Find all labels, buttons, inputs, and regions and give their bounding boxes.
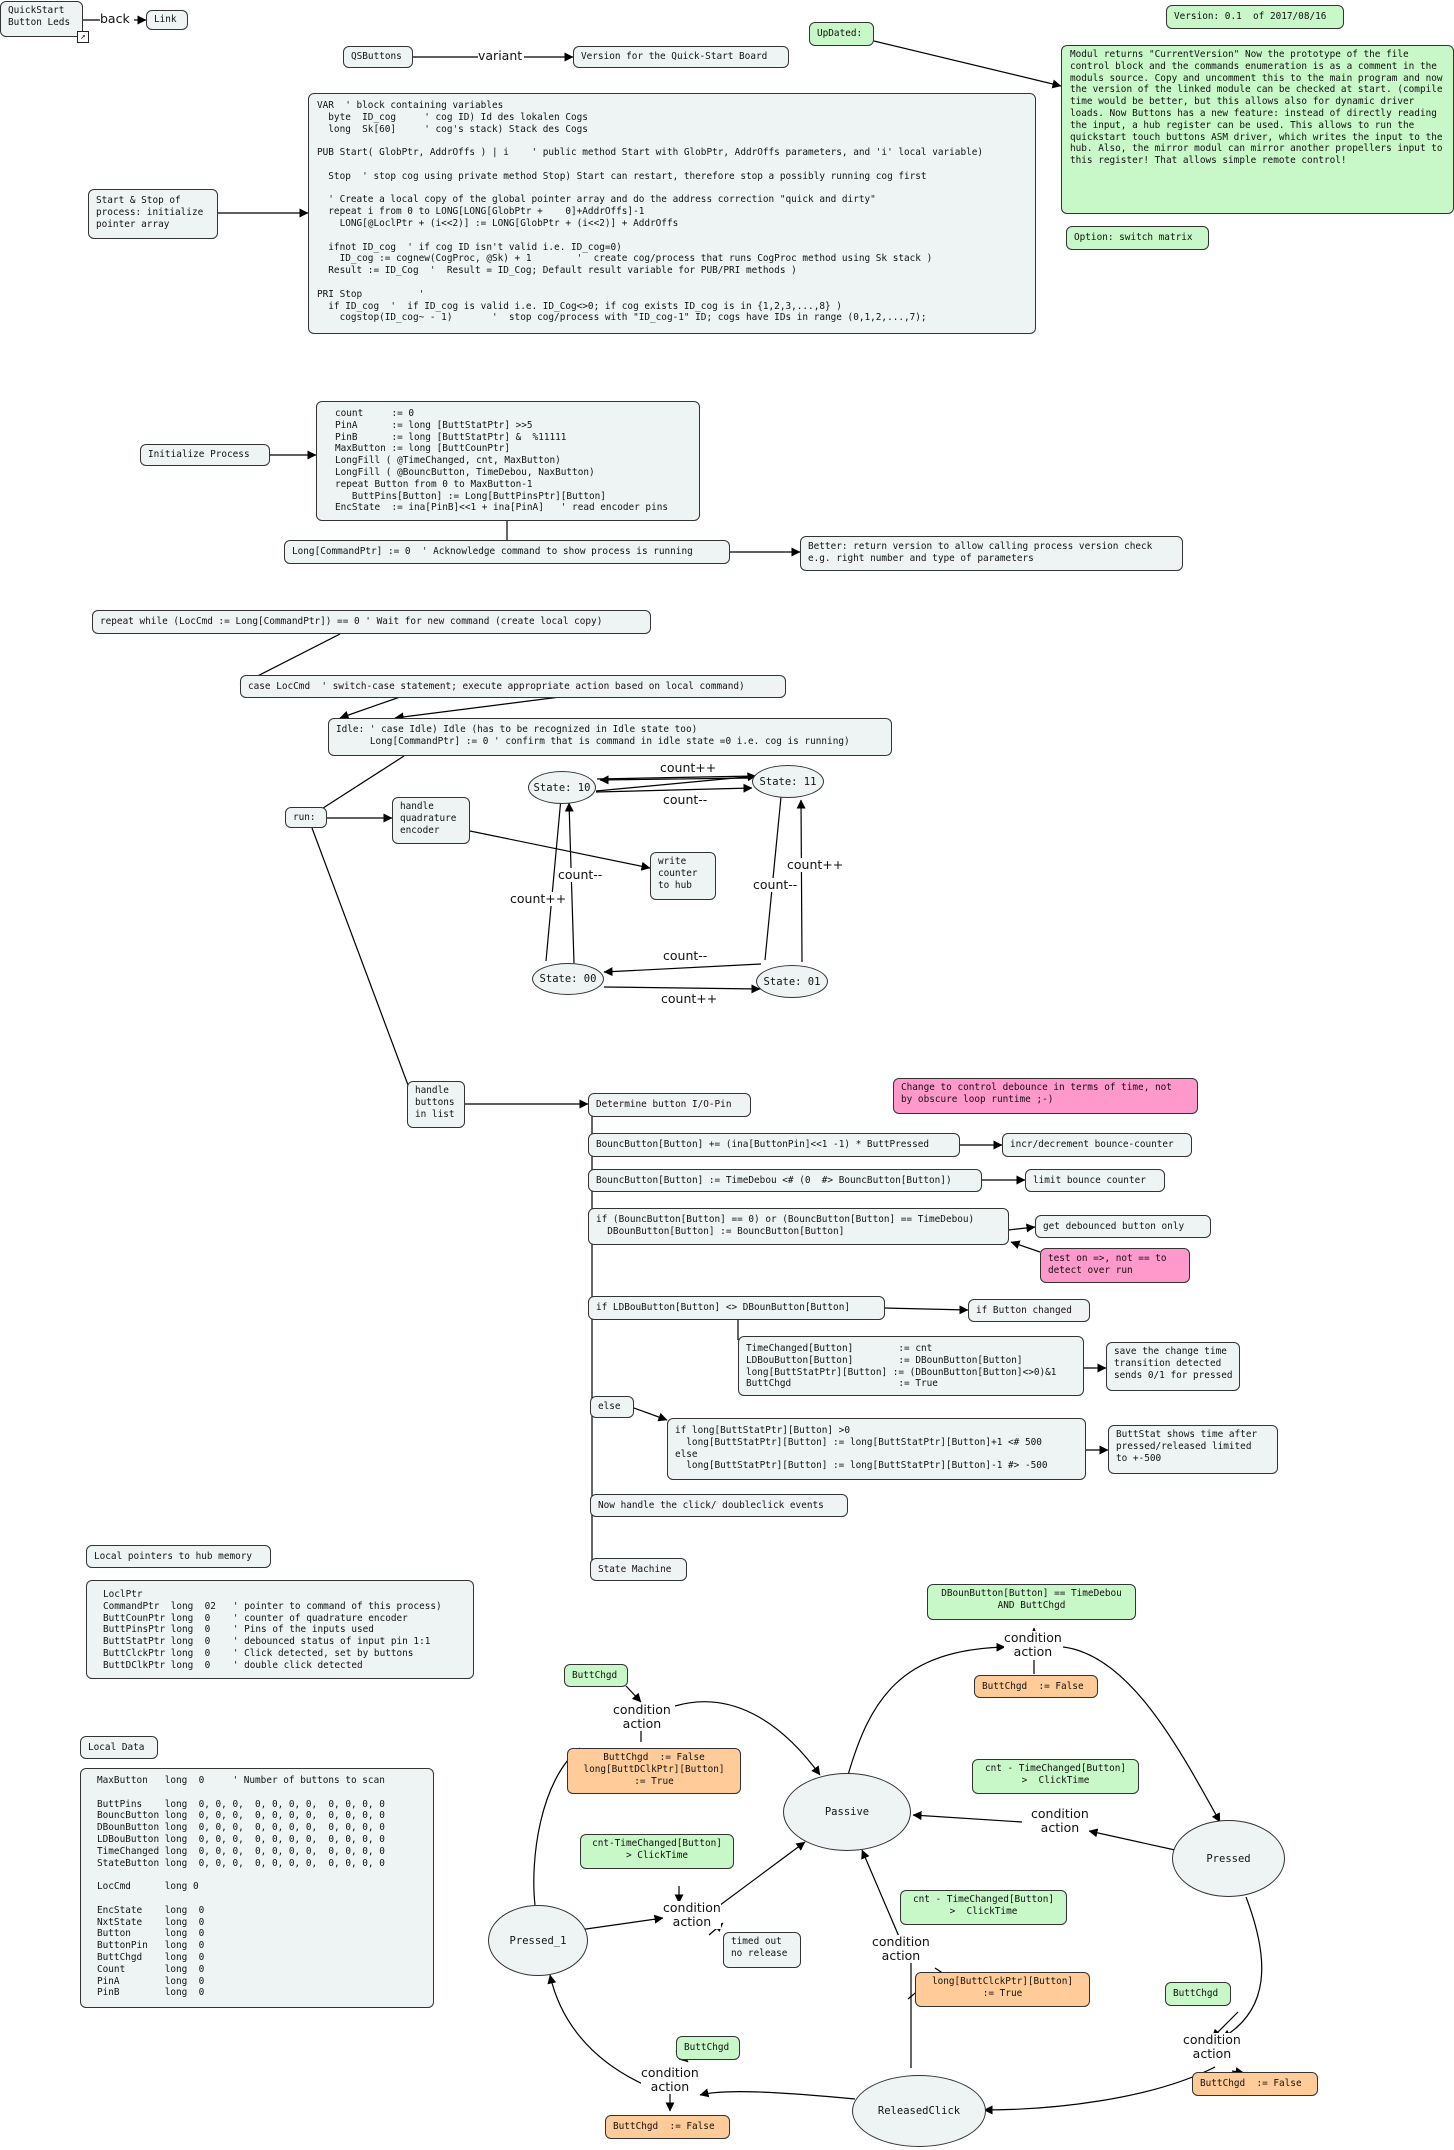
state-00: State: 00 (532, 963, 604, 995)
condition-action-mid: condition action (1031, 1806, 1089, 1835)
state-pressed: Pressed (1172, 1820, 1285, 1897)
else-box: else (590, 1396, 634, 1418)
buttchgd-false-bottom: ButtChgd := False (605, 2115, 730, 2139)
condition-action-top: condition action (1004, 1630, 1062, 1659)
state-10: State: 10 (528, 771, 596, 804)
initialize-process-box: Initialize Process (140, 444, 270, 466)
if-changed-box: if LDBouButton[Button] <> DBounButton[Bu… (588, 1296, 885, 1320)
encoder-top-plus: count++ (660, 760, 717, 775)
better-version-note: Better: return version to allow calling … (800, 536, 1183, 571)
state-passive: Passive (783, 1773, 911, 1851)
if-button-changed-note: if Button changed (968, 1299, 1090, 1322)
local-pointers-code: LoclPtr CommandPtr long 02 ' pointer to … (86, 1580, 474, 1679)
local-data-code: MaxButton long 0 ' Number of buttons to … (80, 1768, 434, 2008)
dboun-condition-box: DBounButton[Button] == TimeDebou AND But… (927, 1584, 1136, 1620)
save-change-note: save the change time transition detected… (1106, 1342, 1240, 1391)
qsbuttons-box[interactable]: QSButtons (343, 46, 413, 68)
test-overrun-note: test on =>, not == to detect over run (1040, 1248, 1190, 1283)
state-released-click: ReleasedClick (852, 2075, 986, 2147)
get-debounced-note: get debounced button only (1035, 1215, 1211, 1238)
buttchgd-false-right: ButtChgd := False (1192, 2072, 1318, 2096)
condition-action-bottom: condition action (641, 2065, 699, 2094)
encoder-left-plus: count++ (510, 891, 567, 906)
debounce-condition-box: if (BouncButton[Button] == 0) or (BouncB… (588, 1208, 1009, 1245)
debounce-change-note: Change to control debounce in terms of t… (893, 1078, 1198, 1114)
state-01: State: 01 (756, 965, 828, 998)
timed-out-note: timed out no release (723, 1932, 801, 1968)
encoder-bottom-plus: count++ (661, 991, 718, 1006)
buttchgd-false-top: ButtChgd := False (974, 1675, 1098, 1698)
buttchgd-top-left: ButtChgd (564, 1664, 628, 1687)
quickstart-button-leds[interactable]: QuickStart Button Leds (0, 1, 83, 37)
limit-stat-block: if long[ButtStatPtr][Button] >0 long[But… (667, 1418, 1086, 1480)
idle-case-box: Idle: ' case Idle) Idle (has to be recog… (328, 718, 892, 756)
double-click-action: ButtChgd := False long[ButtDClkPtr][Butt… (567, 1748, 741, 1794)
handle-quadrature-box: handle quadrature encoder (392, 797, 470, 844)
start-stop-label: Start & Stop of process: initialize poin… (88, 189, 218, 239)
state-machine-box: State Machine (590, 1558, 687, 1581)
run-case-box: run: (285, 807, 327, 828)
repeat-while-box: repeat while (LocCmd := Long[CommandPtr]… (92, 610, 651, 634)
encoder-left-minus: count-- (558, 867, 603, 882)
bounce-increment-box: BouncButton[Button] += (ina[ButtonPin]<<… (588, 1133, 960, 1157)
state-11: State: 11 (752, 765, 824, 798)
encoder-bottom-minus: count-- (663, 948, 708, 963)
encoder-top-minus: count-- (663, 792, 708, 807)
click-time-left-box: cnt-TimeChanged[Button] > ClickTime (580, 1834, 734, 1869)
buttchgd-right: ButtChgd (1165, 1982, 1231, 2006)
local-data-title: Local Data (80, 1736, 158, 1759)
encoder-right-plus: count++ (787, 857, 844, 872)
bounce-counter-note: incr/decrement bounce-counter (1002, 1133, 1192, 1157)
determine-pin-box: Determine button I/O-Pin (588, 1093, 751, 1117)
acknowledge-command-box: Long[CommandPtr] := 0 ' Acknowledge comm… (284, 540, 730, 564)
write-counter-box: write counter to hub (650, 852, 716, 900)
bounce-limit-box: BouncButton[Button] := TimeDebou <# (0 #… (588, 1169, 982, 1192)
click-time-mid-box: cnt - TimeChanged[Button] > ClickTime (972, 1759, 1139, 1794)
local-pointers-title: Local pointers to hub memory (86, 1545, 271, 1568)
case-loccmd-box: case LocCmd ' switch-case statement; exe… (240, 675, 786, 698)
handle-buttons-box: handle buttons in list (407, 1081, 465, 1128)
condition-action-low: condition action (872, 1934, 930, 1963)
click-set-action: long[ButtClckPtr][Button] := True (915, 1972, 1090, 2007)
version-quickstart-box: Version for the Quick-Start Board (573, 46, 789, 68)
modul-note: Modul returns "CurrentVersion" Now the p… (1061, 45, 1454, 214)
limit-bounce-note: limit bounce counter (1025, 1169, 1165, 1192)
condition-action-left: condition action (663, 1900, 721, 1929)
time-changed-block: TimeChanged[Button] := cnt LDBouButton[B… (738, 1336, 1084, 1396)
condition-action-top-left: condition action (613, 1702, 671, 1731)
condition-action-right: condition action (1183, 2032, 1241, 2061)
link-box[interactable]: Link (146, 10, 188, 30)
buttstat-note: ButtStat shows time after pressed/releas… (1108, 1425, 1278, 1474)
shortcut-arrow-icon: ↗ (77, 31, 89, 43)
click-time-low-box: cnt - TimeChanged[Button] > ClickTime (900, 1890, 1067, 1925)
state-pressed-1: Pressed_1 (488, 1905, 588, 1976)
updated-box: UpDated: (809, 22, 874, 46)
click-events-box: Now handle the click/ doubleclick events (590, 1494, 848, 1517)
init-code-block: count := 0 PinA := long [ButtStatPtr] >>… (316, 401, 700, 521)
option-switch-matrix: Option: switch matrix (1066, 226, 1209, 250)
buttchgd-bottom: ButtChgd (676, 2036, 740, 2060)
back-label: back (100, 11, 130, 26)
version-box: Version: 0.1 of 2017/08/16 (1166, 5, 1344, 29)
start-code-block: VAR ' block containing variables byte ID… (308, 93, 1036, 334)
encoder-right-minus: count-- (753, 877, 798, 892)
variant-label: variant (478, 48, 523, 63)
